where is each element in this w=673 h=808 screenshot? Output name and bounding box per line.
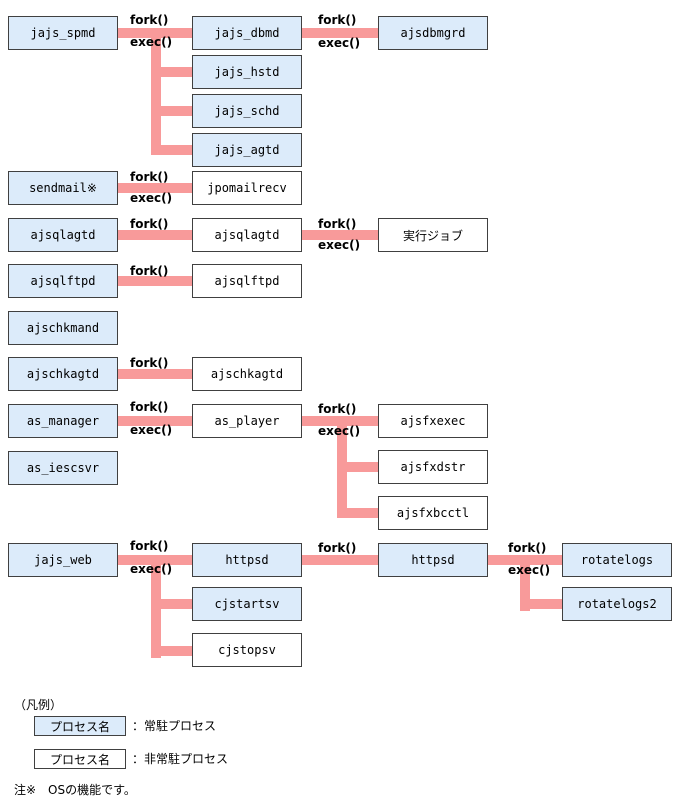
fork-label: fork() — [130, 400, 169, 414]
connector-line — [151, 33, 161, 155]
connector-line — [151, 646, 192, 656]
process-box-ajschkagtd-child: ajschkagtd — [192, 357, 302, 391]
connector-line — [520, 599, 562, 609]
process-box-httpsd-2: httpsd — [378, 543, 488, 577]
process-box-rotatelogs: rotatelogs — [562, 543, 672, 577]
legend-resident-text: ：常駐プロセス — [132, 719, 217, 733]
process-box-as-manager: as_manager — [8, 404, 118, 438]
connector-line — [118, 416, 192, 426]
connector-line — [151, 67, 192, 77]
fork-label: fork() — [318, 217, 357, 231]
fork-label: fork() — [130, 13, 169, 27]
connector-line — [118, 369, 192, 379]
legend-nonresident-text: ：非常駐プロセス — [132, 752, 229, 766]
exec-label: exec() — [318, 36, 361, 50]
process-box-jajs-web: jajs_web — [8, 543, 118, 577]
connector-line — [118, 183, 192, 193]
fork-label: fork() — [130, 356, 169, 370]
process-box-ajsqlftpd-parent: ajsqlftpd — [8, 264, 118, 298]
connector-line — [337, 462, 378, 472]
connector-line — [118, 276, 192, 286]
process-box-ajsqlagtd-child: ajsqlagtd — [192, 218, 302, 252]
connector-line — [118, 230, 192, 240]
process-box-jajs-dbmd: jajs_dbmd — [192, 16, 302, 50]
exec-label: exec() — [318, 424, 361, 438]
connector-line — [520, 560, 530, 611]
process-box-jajs-schd: jajs_schd — [192, 94, 302, 128]
connector-line — [302, 555, 378, 565]
process-box-jikkou-job: 実行ジョブ — [378, 218, 488, 252]
connector-line — [302, 28, 378, 38]
legend-nonresident-box: プロセス名 — [34, 749, 126, 769]
process-box-as-iescsvr: as_iescsvr — [8, 451, 118, 485]
exec-label: exec() — [130, 35, 173, 49]
fork-label: fork() — [130, 217, 169, 231]
process-box-jajs-hstd: jajs_hstd — [192, 55, 302, 89]
fork-label: fork() — [130, 264, 169, 278]
exec-label: exec() — [318, 238, 361, 252]
legend-resident-box: プロセス名 — [34, 716, 126, 736]
process-box-ajsfxexec: ajsfxexec — [378, 404, 488, 438]
connector-line — [302, 230, 378, 240]
fork-label: fork() — [130, 170, 169, 184]
fork-label: fork() — [318, 402, 357, 416]
process-box-ajsfxdstr: ajsfxdstr — [378, 450, 488, 484]
connector-line — [151, 106, 192, 116]
connector-line — [337, 508, 378, 518]
exec-label: exec() — [130, 562, 173, 576]
process-box-ajsqlagtd-parent: ajsqlagtd — [8, 218, 118, 252]
process-box-jajs-spmd: jajs_spmd — [8, 16, 118, 50]
fork-label: fork() — [130, 539, 169, 553]
exec-label: exec() — [130, 423, 173, 437]
connector-line — [151, 560, 161, 658]
footnote: 注※ OSの機能です。 — [14, 783, 136, 797]
fork-label: fork() — [318, 541, 357, 555]
process-box-ajsqlftpd-child: ajsqlftpd — [192, 264, 302, 298]
connector-line — [151, 599, 192, 609]
process-box-httpsd-1: httpsd — [192, 543, 302, 577]
fork-label: fork() — [318, 13, 357, 27]
process-box-as-player: as_player — [192, 404, 302, 438]
exec-label: exec() — [130, 191, 173, 205]
process-box-ajsfxbcctl: ajsfxbcctl — [378, 496, 488, 530]
legend-title: （凡例） — [14, 698, 63, 712]
process-box-rotatelogs2: rotatelogs2 — [562, 587, 672, 621]
process-box-ajschkmand: ajschkmand — [8, 311, 118, 345]
process-box-sendmail: sendmail※ — [8, 171, 118, 205]
process-box-cjstartsv: cjstartsv — [192, 587, 302, 621]
process-box-cjstopsv: cjstopsv — [192, 633, 302, 667]
process-box-ajsdbmgrd: ajsdbmgrd — [378, 16, 488, 50]
exec-label: exec() — [508, 563, 551, 577]
connector-line — [151, 145, 192, 155]
process-box-jpomailrecv: jpomailrecv — [192, 171, 302, 205]
process-box-jajs-agtd: jajs_agtd — [192, 133, 302, 167]
process-box-ajschkagtd: ajschkagtd — [8, 357, 118, 391]
fork-label: fork() — [508, 541, 547, 555]
